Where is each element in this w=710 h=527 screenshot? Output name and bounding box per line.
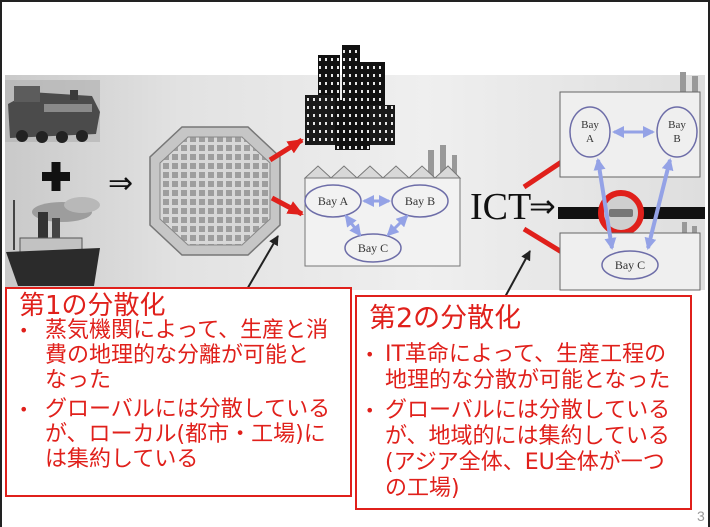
bullet-marker: • xyxy=(19,321,29,340)
red-arrow-to-factory xyxy=(270,195,304,217)
bay-b-letter: B xyxy=(673,133,680,145)
bullet-line: は集約している xyxy=(45,447,199,472)
bullet-line: 地理的な分散が可能となった xyxy=(385,368,671,393)
chimney xyxy=(682,222,687,234)
bullet-item: • IT革命によって、生産工程の 地理的な分散が可能となった xyxy=(357,342,670,394)
bullet-marker: • xyxy=(365,345,375,364)
bullet-line: が、地域的には集約している xyxy=(385,424,670,449)
bay-a-ellipse xyxy=(304,184,362,218)
factory-1: Bay A Bay B Bay C xyxy=(303,145,462,267)
chimney xyxy=(440,145,446,178)
chimney xyxy=(692,76,698,94)
bullet-line: グローバルには分散している xyxy=(385,398,671,423)
bullet-line: の工場) xyxy=(385,476,460,501)
bullet-line: なった xyxy=(45,368,112,393)
bay-a-ellipse xyxy=(569,106,611,158)
bay-a-label: Bay xyxy=(581,119,599,131)
plus-icon xyxy=(42,162,70,191)
arrow-icon: ⇒ xyxy=(108,166,133,201)
ict-arrow-icon: ⇒ xyxy=(529,187,556,225)
factory-2-bottom: Bay C xyxy=(559,222,701,291)
red-arrow-to-city xyxy=(268,137,304,163)
bullet-line: 費の地理的な分離が可能と xyxy=(45,343,310,368)
bay-c-ellipse xyxy=(344,233,402,263)
page-number: 3 xyxy=(697,508,705,524)
bullet-marker: • xyxy=(365,401,375,420)
pointer-line-second xyxy=(504,250,531,298)
chimney xyxy=(428,150,434,178)
bay-c-label: Bay C xyxy=(358,241,388,255)
bullet-list: • IT革命によって、生産工程の 地理的な分散が可能となった • グローバルには… xyxy=(357,342,670,506)
bay-b-label: Bay B xyxy=(405,194,435,208)
chimney xyxy=(680,72,686,94)
chimney xyxy=(692,226,697,234)
locomotive-icon xyxy=(5,80,100,143)
box-title: 第2の分散化 xyxy=(369,303,522,334)
bay-a-label: Bay A xyxy=(318,194,349,208)
chimney xyxy=(452,155,457,178)
bay-b-ellipse xyxy=(656,106,698,158)
bay-c-ellipse xyxy=(601,250,659,280)
flow-arrow-a-c xyxy=(593,158,617,250)
second-decentralization-box: 第2の分散化 • IT革命によって、生産工程の 地理的な分散が可能となった • … xyxy=(355,295,692,510)
flow-arrow-a-c xyxy=(344,214,362,237)
bullet-marker: • xyxy=(19,400,29,419)
bullet-list: • 蒸気機関によって、生産と消 費の地理的な分離が可能と なった • グローバル… xyxy=(7,318,330,476)
bullet-line: グローバルには分散している xyxy=(45,397,331,422)
steamship-icon xyxy=(6,197,100,286)
bay-a-letter: A xyxy=(586,133,594,145)
ict-label: ICT xyxy=(470,186,531,228)
bay-b-ellipse xyxy=(391,184,449,218)
bullet-item: • 蒸気機関によって、生産と消 費の地理的な分離が可能と なった xyxy=(7,318,330,393)
flow-arrow-b-c xyxy=(644,158,674,250)
bay-c-label: Bay C xyxy=(615,258,645,272)
bullet-item: • グローバルには分散している が、地域的には集約している (アジア全体、EU全… xyxy=(357,398,670,502)
pointer-line-first xyxy=(245,235,279,292)
bullet-item: • グローバルには分散している が、ローカル(都市・工場)に は集約している xyxy=(7,397,330,472)
city-octagon-icon xyxy=(149,126,281,256)
bullet-line: が、ローカル(都市・工場)に xyxy=(45,422,326,447)
bullet-line: IT革命によって、生産工程の xyxy=(385,342,667,367)
first-decentralization-box: 第1の分散化 • 蒸気機関によって、生産と消 費の地理的な分離が可能と なった … xyxy=(5,287,352,497)
bullet-line: 蒸気機関によって、生産と消 xyxy=(45,318,329,343)
skyscrapers-icon xyxy=(305,45,395,150)
bullet-line: (アジア全体、EU全体が一つ xyxy=(385,450,665,475)
factory-2-top: Bay A Bay B xyxy=(559,72,701,178)
bay-b-label: Bay xyxy=(668,119,686,131)
box-title: 第1の分散化 xyxy=(19,291,166,321)
flow-arrow-b-c xyxy=(386,214,409,237)
